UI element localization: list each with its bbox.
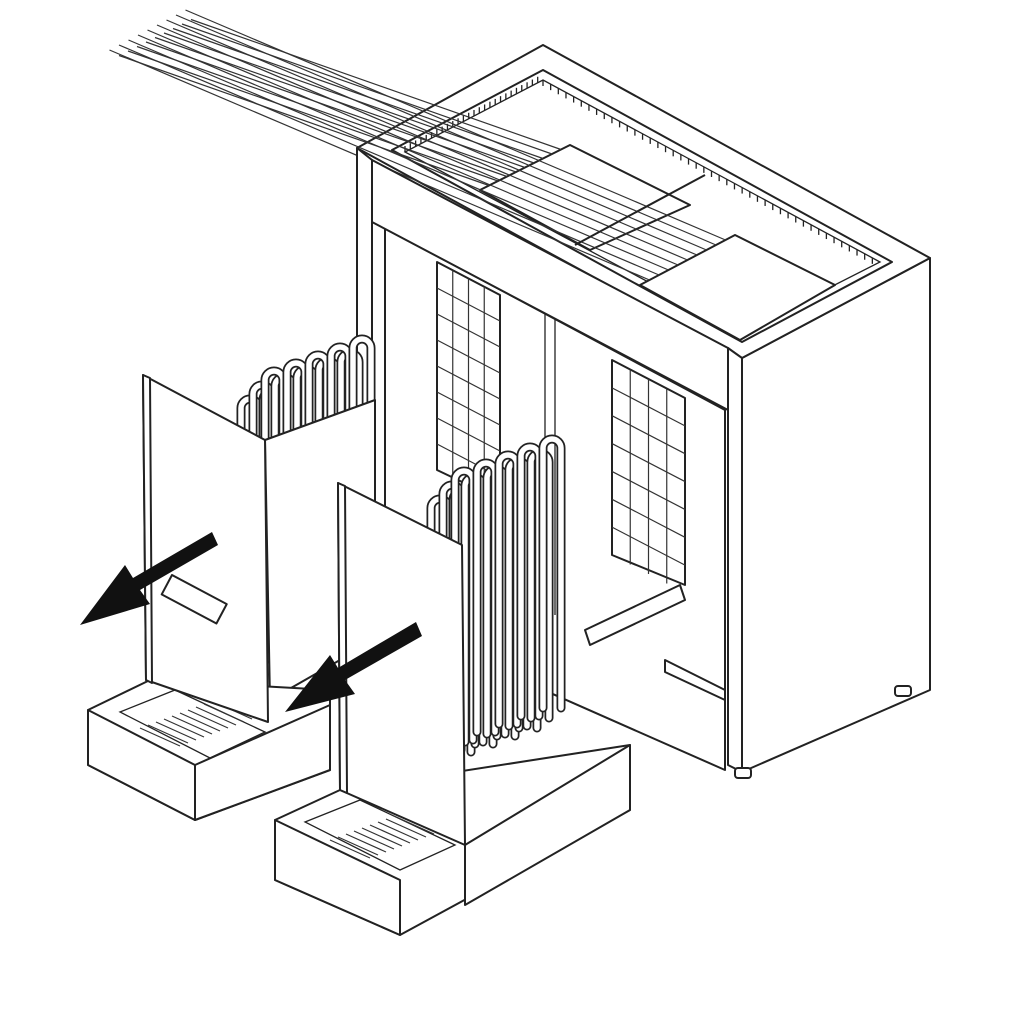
vent-slot [345,833,387,853]
vent-slot [377,821,419,841]
bottom-vent [664,659,726,701]
grille-bar [611,443,686,483]
grille-bar [436,287,501,322]
vent-slot [187,709,229,729]
heater-elements [236,334,376,675]
vent-slot [203,703,245,723]
heater-elements [426,434,566,765]
right-post [727,347,743,773]
grille-bar [156,24,698,256]
grille-bar [185,9,726,241]
grille-bar [118,54,490,187]
vent-slot [369,824,411,844]
vent-slot [329,839,371,859]
grille-bar [436,365,501,400]
top-grille-right [639,234,836,341]
heater-module-2 [274,434,631,936]
grille-bar [436,417,501,452]
grille-bar [611,387,686,427]
pull-out-arrow-icon [285,622,422,712]
vent-slot [393,815,435,835]
vent-slot [139,727,181,747]
heater-module-1 [87,334,376,821]
grille-bar [436,339,501,374]
vent-slot [179,712,221,732]
foot [734,767,752,779]
grille-bar [611,526,686,566]
vent-slot [385,818,427,838]
grille-bar [166,19,707,251]
grille-bar [136,45,508,178]
connector [160,574,228,625]
grille-bar [181,23,553,155]
grille-bar [436,313,501,348]
heater-tube-highlight [540,436,564,711]
vent-slot [361,827,403,847]
vent-slot [337,836,379,856]
grille-bar [436,391,501,426]
grille-bar [137,34,679,266]
grille-bar [175,14,717,246]
grille-bar [118,44,660,276]
vent-slot [155,721,197,741]
grille-bar [172,27,544,160]
grille-bar [611,415,686,455]
foot [894,685,912,697]
grille-bar [147,29,688,261]
grille-bar [611,470,686,510]
pull-out-arrow-icon [80,532,218,625]
grille-bar [128,39,669,271]
rear-grille-right [611,359,686,586]
vent-slot [147,724,189,744]
grille-bar [145,41,517,173]
vent-slot [163,718,205,738]
grille-bar [611,498,686,538]
vent-slot [171,715,213,735]
heater-tube-highlight [350,336,374,621]
grille-bar [127,50,499,182]
vent-slot [195,706,237,726]
vent-slot [353,830,395,850]
slide-rail [584,584,686,646]
grille-bar [190,18,562,151]
